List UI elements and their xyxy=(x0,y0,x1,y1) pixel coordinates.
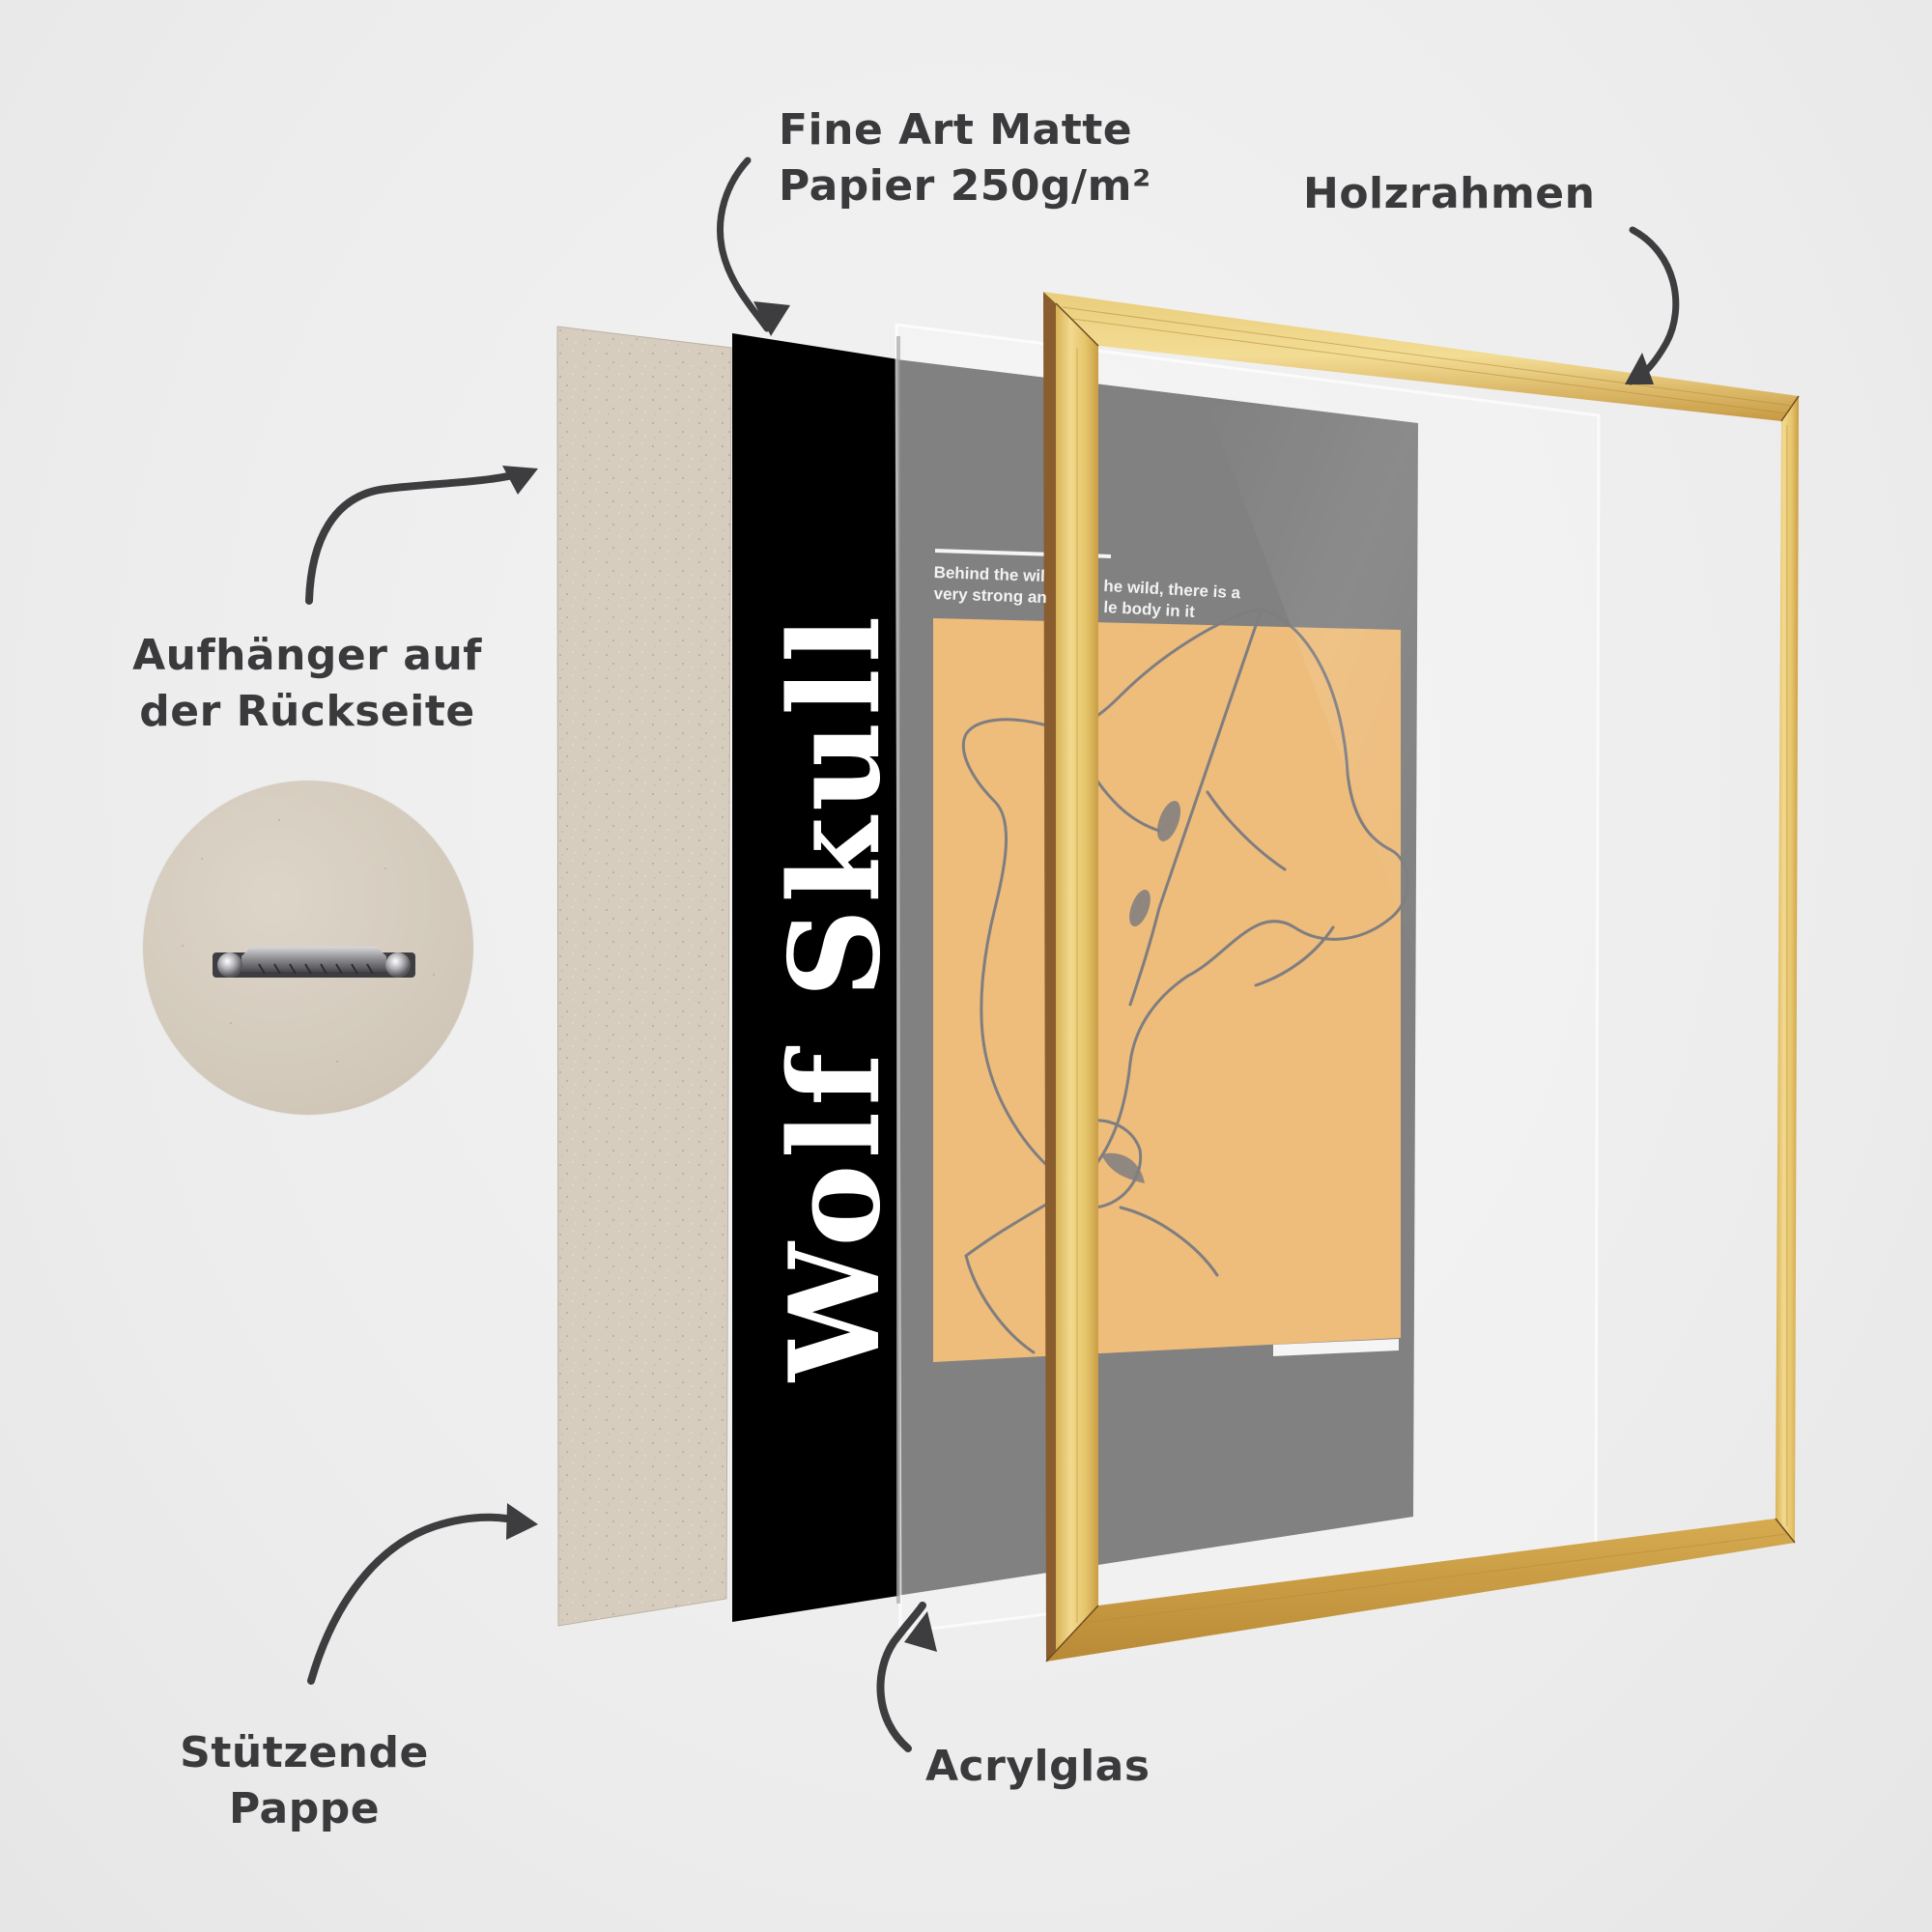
sawtooth-hanger-icon xyxy=(213,947,415,978)
curved-arrow-frame xyxy=(1625,226,1680,385)
label-hanger-line2: der Rückseite xyxy=(139,687,475,736)
curved-arrow-hanger xyxy=(305,466,538,605)
poster-title-wolf-skull: Wolf Skull xyxy=(763,610,908,1381)
hanger-detail-circle xyxy=(143,781,473,1115)
curved-arrow-backing xyxy=(307,1503,538,1685)
acrylic-glass-sheet xyxy=(895,323,1601,1634)
label-paper: Fine Art Matte Papier 250g/m² xyxy=(779,102,1151,214)
label-hanger: Aufhänger auf der Rückseite xyxy=(114,628,500,740)
label-frame: Holzrahmen xyxy=(1303,169,1596,218)
label-acrylic: Acrylglas xyxy=(925,1742,1151,1791)
poster-bottom-rule xyxy=(1273,1339,1399,1356)
backing-cardboard xyxy=(556,326,732,1627)
label-backing-line1: Stützende xyxy=(180,1728,429,1777)
label-hanger-line1: Aufhänger auf xyxy=(132,631,482,680)
annotation-arrows xyxy=(305,156,1680,1752)
label-backing: Stützende Pappe xyxy=(159,1725,449,1837)
wooden-frame xyxy=(1043,292,1800,1662)
poster-black-strip xyxy=(732,333,898,1622)
label-paper-line1: Fine Art Matte xyxy=(779,105,1133,155)
curved-arrow-acrylic xyxy=(876,1602,937,1752)
label-paper-line2: Papier 250g/m² xyxy=(779,161,1151,211)
poster-quote-line2-left: very strong an xyxy=(933,583,1048,608)
label-backing-line2: Pappe xyxy=(228,1784,381,1833)
curved-arrow-paper xyxy=(717,156,790,336)
